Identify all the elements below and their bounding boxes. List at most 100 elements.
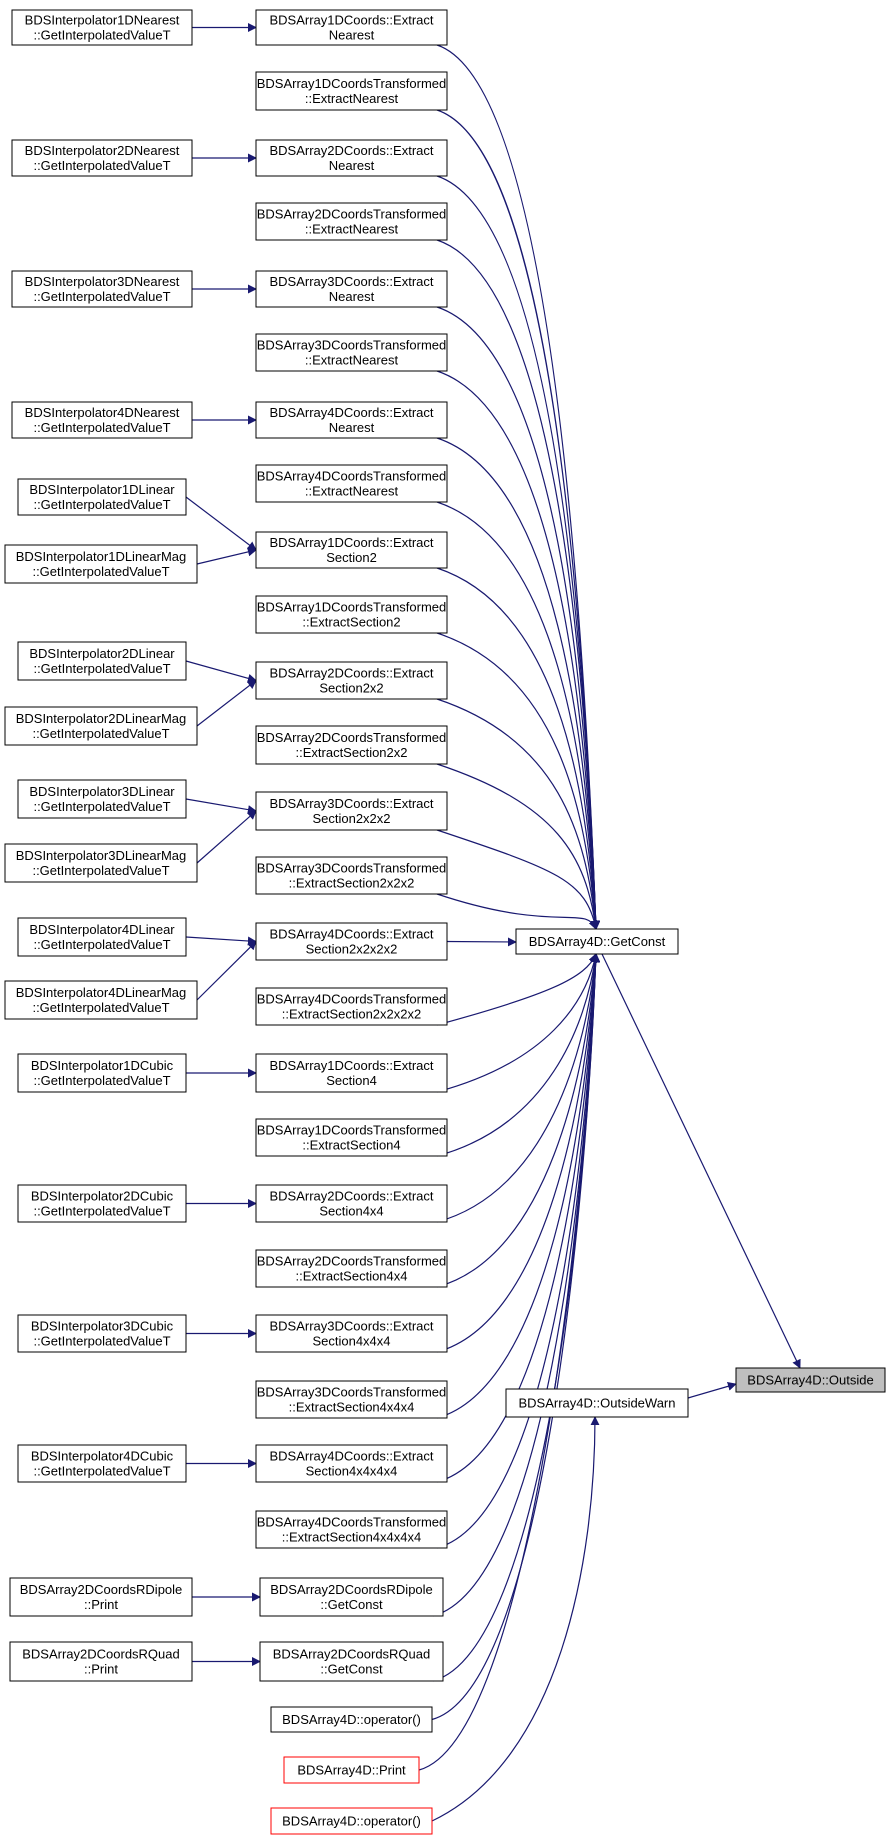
node-box bbox=[255, 1053, 448, 1093]
graph-node-rdip-print[interactable]: BDSArray2DCoordsRDipole::Print bbox=[9, 1577, 193, 1617]
graph-node-a3ds444[interactable]: BDSArray3DCoords::ExtractSection4x4x4 bbox=[255, 1314, 448, 1353]
node-label: BDSArray3DCoords::Extract bbox=[270, 1319, 434, 1334]
node-label: BDSArray2DCoordsTransformed bbox=[257, 207, 447, 222]
node-label: BDSArray4D::Outside bbox=[747, 1373, 873, 1388]
graph-node-i2dc[interactable]: BDSInterpolator2DCubic::GetInterpolatedV… bbox=[17, 1184, 187, 1223]
call-edge bbox=[436, 953, 598, 1026]
graph-node-op2[interactable]: BDSArray4D::operator() bbox=[270, 1807, 433, 1835]
graph-node-a3dts444[interactable]: BDSArray3DCoordsTransformed::ExtractSect… bbox=[255, 1380, 448, 1419]
graph-node-a3dtn[interactable]: BDSArray3DCoordsTransformed::ExtractNear… bbox=[255, 333, 448, 372]
node-label: ::GetInterpolatedValueT bbox=[32, 564, 169, 579]
graph-node-a1ds4[interactable]: BDSArray1DCoords::ExtractSection4 bbox=[255, 1053, 448, 1093]
node-label: Section2x2x2 bbox=[312, 811, 390, 826]
node-label: BDSArray4D::Print bbox=[297, 1763, 406, 1778]
graph-node-a4ds4444[interactable]: BDSArray4DCoords::ExtractSection4x4x4x4 bbox=[255, 1444, 448, 1483]
node-label: BDSInterpolator1DLinearMag bbox=[16, 549, 187, 564]
node-label: ::GetInterpolatedValueT bbox=[33, 1204, 170, 1219]
node-box bbox=[17, 917, 187, 957]
graph-node-a3dts222[interactable]: BDSArray3DCoordsTransformed::ExtractSect… bbox=[255, 856, 448, 895]
graph-node-i3dlm[interactable]: BDSInterpolator3DLinearMag::GetInterpola… bbox=[4, 843, 198, 883]
node-label: ::GetInterpolatedValueT bbox=[33, 289, 170, 304]
graph-node-a1dts4[interactable]: BDSArray1DCoordsTransformed::ExtractSect… bbox=[255, 1118, 448, 1157]
graph-node-i4dl[interactable]: BDSInterpolator4DLinear::GetInterpolated… bbox=[17, 917, 187, 957]
call-edge bbox=[436, 829, 599, 930]
node-label: ::GetConst bbox=[320, 1662, 383, 1677]
graph-node-i3dl[interactable]: BDSInterpolator3DLinear::GetInterpolated… bbox=[17, 779, 187, 819]
node-label: ::ExtractSection4x4x4 bbox=[289, 1400, 415, 1415]
call-edge bbox=[436, 370, 601, 930]
node-box bbox=[255, 71, 448, 111]
graph-node-i1dc[interactable]: BDSInterpolator1DCubic::GetInterpolatedV… bbox=[17, 1053, 187, 1093]
node-box bbox=[255, 922, 448, 961]
graph-node-a4dn[interactable]: BDSArray4DCoords::ExtractNearest bbox=[255, 401, 448, 439]
node-box bbox=[255, 1249, 448, 1288]
graph-node-a2ds44[interactable]: BDSArray2DCoords::ExtractSection4x4 bbox=[255, 1184, 448, 1223]
node-label: BDSInterpolator4DCubic bbox=[31, 1449, 174, 1464]
graph-node-a2dtn[interactable]: BDSArray2DCoordsTransformed::ExtractNear… bbox=[255, 202, 448, 241]
node-label: BDSArray1DCoordsTransformed bbox=[257, 76, 447, 91]
graph-node-i1dn[interactable]: BDSInterpolator1DNearest::GetInterpolate… bbox=[11, 9, 193, 46]
graph-node-rquad-print[interactable]: BDSArray2DCoordsRQuad::Print bbox=[9, 1641, 193, 1682]
graph-node-a2ds22[interactable]: BDSArray2DCoords::ExtractSection2x2 bbox=[255, 661, 448, 700]
call-edge bbox=[436, 567, 600, 930]
graph-node-a1dn[interactable]: BDSArray1DCoords::ExtractNearest bbox=[255, 9, 448, 46]
graph-node-a1dts2[interactable]: BDSArray1DCoordsTransformed::ExtractSect… bbox=[255, 595, 448, 634]
node-label: ::ExtractSection2x2 bbox=[296, 745, 408, 760]
graph-node-a4dtn[interactable]: BDSArray4DCoordsTransformed::ExtractNear… bbox=[255, 464, 448, 503]
graph-node-print[interactable]: BDSArray4D::Print bbox=[283, 1756, 420, 1784]
graph-node-i2dl[interactable]: BDSInterpolator2DLinear::GetInterpolated… bbox=[17, 641, 187, 681]
node-label: Section4 bbox=[326, 1073, 377, 1088]
graph-node-outsidewarn[interactable]: BDSArray4D::OutsideWarn bbox=[505, 1388, 689, 1418]
node-label: ::GetInterpolatedValueT bbox=[33, 1073, 170, 1088]
node-label: BDSArray4DCoords::Extract bbox=[270, 1449, 434, 1464]
call-edge bbox=[436, 501, 601, 930]
graph-node-a3ds222[interactable]: BDSArray3DCoords::ExtractSection2x2x2 bbox=[255, 791, 448, 831]
graph-node-getconst[interactable]: BDSArray4D::GetConst bbox=[515, 928, 679, 955]
node-box bbox=[255, 270, 448, 308]
graph-node-i4dn[interactable]: BDSInterpolator4DNearest::GetInterpolate… bbox=[11, 401, 193, 439]
graph-node-i3dc[interactable]: BDSInterpolator3DCubic::GetInterpolatedV… bbox=[17, 1314, 187, 1353]
node-label: BDSInterpolator2DLinear bbox=[29, 646, 175, 661]
graph-node-op1[interactable]: BDSArray4D::operator() bbox=[270, 1706, 433, 1733]
node-label: BDSArray1DCoords::Extract bbox=[270, 13, 434, 28]
call-edge bbox=[196, 547, 257, 565]
graph-node-i1dl[interactable]: BDSInterpolator1DLinear::GetInterpolated… bbox=[17, 478, 187, 516]
node-label: BDSArray4D::operator() bbox=[282, 1712, 421, 1727]
node-label: BDSArray3DCoords::Extract bbox=[270, 796, 434, 811]
node-label: BDSArray4D::GetConst bbox=[529, 934, 666, 949]
graph-node-i3dn[interactable]: BDSInterpolator3DNearest::GetInterpolate… bbox=[11, 270, 193, 308]
graph-node-rdip-gc[interactable]: BDSArray2DCoordsRDipole::GetConst bbox=[259, 1577, 444, 1617]
graph-node-a3dn[interactable]: BDSArray3DCoords::ExtractNearest bbox=[255, 270, 448, 308]
node-label: BDSArray4DCoordsTransformed bbox=[257, 469, 447, 484]
graph-node-a4ds2222[interactable]: BDSArray4DCoords::ExtractSection2x2x2x2 bbox=[255, 922, 448, 961]
node-label: Nearest bbox=[329, 28, 375, 43]
node-box bbox=[11, 9, 193, 46]
call-edge bbox=[687, 1381, 737, 1399]
graph-node-a4dts4444[interactable]: BDSArray4DCoordsTransformed::ExtractSect… bbox=[255, 1510, 448, 1549]
graph-node-a2dts44[interactable]: BDSArray2DCoordsTransformed::ExtractSect… bbox=[255, 1249, 448, 1288]
graph-node-a2dn[interactable]: BDSArray2DCoords::ExtractNearest bbox=[255, 139, 448, 177]
node-box bbox=[17, 779, 187, 819]
node-label: ::ExtractNearest bbox=[305, 91, 399, 106]
node-box bbox=[259, 1577, 444, 1617]
graph-node-a4dts2222[interactable]: BDSArray4DCoordsTransformed::ExtractSect… bbox=[255, 987, 448, 1026]
call-edge bbox=[436, 239, 601, 930]
graph-node-outside[interactable]: BDSArray4D::Outside bbox=[735, 1367, 886, 1393]
graph-node-rquad-gc[interactable]: BDSArray2DCoordsRQuad::GetConst bbox=[259, 1641, 444, 1682]
node-box bbox=[11, 270, 193, 308]
node-layer: BDSInterpolator1DNearest::GetInterpolate… bbox=[4, 9, 886, 1835]
graph-node-a2dts22[interactable]: BDSArray2DCoordsTransformed::ExtractSect… bbox=[255, 725, 448, 765]
graph-node-a1dtn[interactable]: BDSArray1DCoordsTransformed::ExtractNear… bbox=[255, 71, 448, 111]
call-edge bbox=[436, 306, 601, 930]
node-box bbox=[255, 856, 448, 895]
graph-node-i2dn[interactable]: BDSInterpolator2DNearest::GetInterpolate… bbox=[11, 139, 193, 177]
graph-node-i1dlm[interactable]: BDSInterpolator1DLinearMag::GetInterpola… bbox=[4, 544, 198, 584]
graph-node-i2dlm[interactable]: BDSInterpolator2DLinearMag::GetInterpola… bbox=[4, 706, 198, 746]
node-label: BDSInterpolator4DNearest bbox=[25, 405, 180, 420]
graph-node-a1ds2[interactable]: BDSArray1DCoords::ExtractSection2 bbox=[255, 531, 448, 569]
graph-node-i4dlm[interactable]: BDSInterpolator4DLinearMag::GetInterpola… bbox=[4, 980, 198, 1020]
node-box bbox=[255, 595, 448, 634]
node-box bbox=[17, 1314, 187, 1353]
graph-node-i4dc[interactable]: BDSInterpolator4DCubic::GetInterpolatedV… bbox=[17, 1444, 187, 1483]
